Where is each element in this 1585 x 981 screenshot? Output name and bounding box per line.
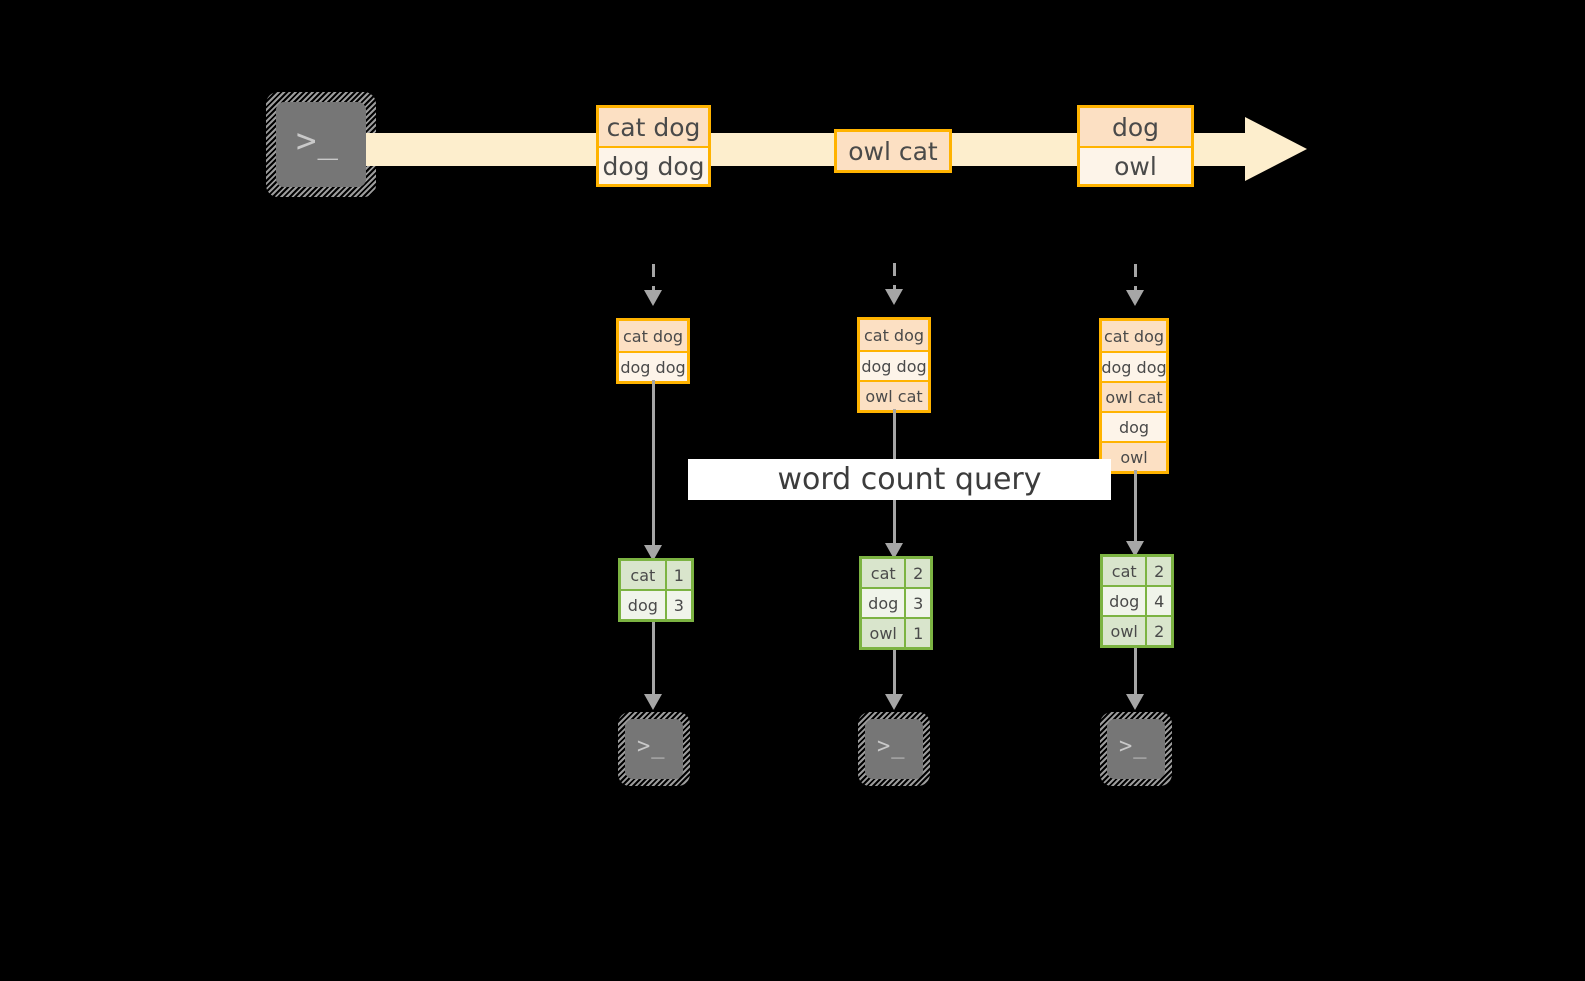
word-cell: owl [862,619,905,647]
word-cell: cat [621,561,665,589]
snapshot-3-input: cat dog dog dog owl cat dog owl [1099,318,1169,474]
input-line: dog [1102,411,1166,441]
stream-arrowhead-icon [1245,117,1307,181]
input-line: cat dog [1102,321,1166,351]
arrowhead-icon [644,694,662,710]
terminal-screen: >_ [276,102,366,187]
input-line: dog dog [1101,351,1167,381]
sink-terminal-icon-1: >_ [618,712,690,786]
sink-arrow-3 [1126,648,1144,710]
count-cell: 4 [1145,587,1171,615]
input-line: cat dog [860,320,928,350]
stream-record-2: owl cat [834,129,952,173]
table-row: owl 1 [862,617,930,647]
table-row: dog 3 [621,589,691,619]
record-line: cat dog [599,108,708,146]
sink-arrow-1 [644,622,662,710]
arrowhead-icon [644,545,662,561]
arrowhead-icon [644,290,662,306]
table-row: dog 3 [862,587,930,617]
count-cell: 3 [664,591,691,619]
word-cell: owl [1103,617,1146,645]
result-table-3: cat 2 dog 4 owl 2 [1100,554,1174,648]
terminal-prompt-glyph: >_ [296,121,339,161]
arrowhead-icon [885,543,903,559]
word-cell: dog [1103,587,1146,615]
dashed-arrow-snapshot-1 [644,258,662,306]
terminal-screen: >_ [625,719,683,779]
sink-terminal-icon-3: >_ [1100,712,1172,786]
arrowhead-icon [1126,290,1144,306]
terminal-prompt-glyph: >_ [877,734,906,759]
result-table-1: cat 1 dog 3 [618,558,694,622]
word-cell: dog [621,591,665,619]
terminal-screen: >_ [1107,719,1165,779]
word-cell: cat [862,559,905,587]
sink-arrow-2 [885,650,903,710]
count-cell: 1 [664,561,691,589]
terminal-screen: >_ [865,719,923,779]
table-row: cat 2 [1103,557,1171,585]
input-line: dog dog [619,351,687,381]
query-arrow-3 [1126,470,1144,557]
stream-record-1: cat dog dog dog [596,105,711,187]
dashed-arrow-snapshot-3 [1126,258,1144,306]
table-row: cat 1 [621,561,691,589]
query-label-band: word count query [688,459,1111,500]
count-cell: 2 [904,559,930,587]
record-line: owl cat [837,132,949,170]
record-line: dog dog [599,146,708,184]
count-cell: 3 [904,589,930,617]
dashed-arrow-snapshot-2 [885,257,903,305]
word-cell: dog [862,589,905,617]
arrowhead-icon [885,289,903,305]
snapshot-2-input: cat dog dog dog owl cat [857,317,931,413]
terminal-prompt-glyph: >_ [1119,734,1148,759]
query-arrow-1 [644,380,662,561]
source-terminal-icon: >_ [266,92,376,197]
count-cell: 1 [904,619,930,647]
count-cell: 2 [1145,617,1171,645]
arrowhead-icon [1126,541,1144,557]
input-line: owl cat [1102,381,1166,411]
input-line: owl cat [860,380,928,410]
snapshot-1-input: cat dog dog dog [616,318,690,384]
record-line: dog [1080,108,1191,146]
word-cell: cat [1103,557,1146,585]
table-row: dog 4 [1103,585,1171,615]
table-row: owl 2 [1103,615,1171,645]
result-table-2: cat 2 dog 3 owl 1 [859,556,933,650]
input-line: cat dog [619,321,687,351]
arrowhead-icon [885,694,903,710]
input-line: owl [1102,441,1166,471]
table-row: cat 2 [862,559,930,587]
input-line: dog dog [860,350,928,380]
count-cell: 2 [1145,557,1171,585]
sink-terminal-icon-2: >_ [858,712,930,786]
stream-record-3: dog owl [1077,105,1194,187]
terminal-prompt-glyph: >_ [637,734,666,759]
record-line: owl [1080,146,1191,184]
arrowhead-icon [1126,694,1144,710]
query-label-text: word count query [777,462,1042,497]
